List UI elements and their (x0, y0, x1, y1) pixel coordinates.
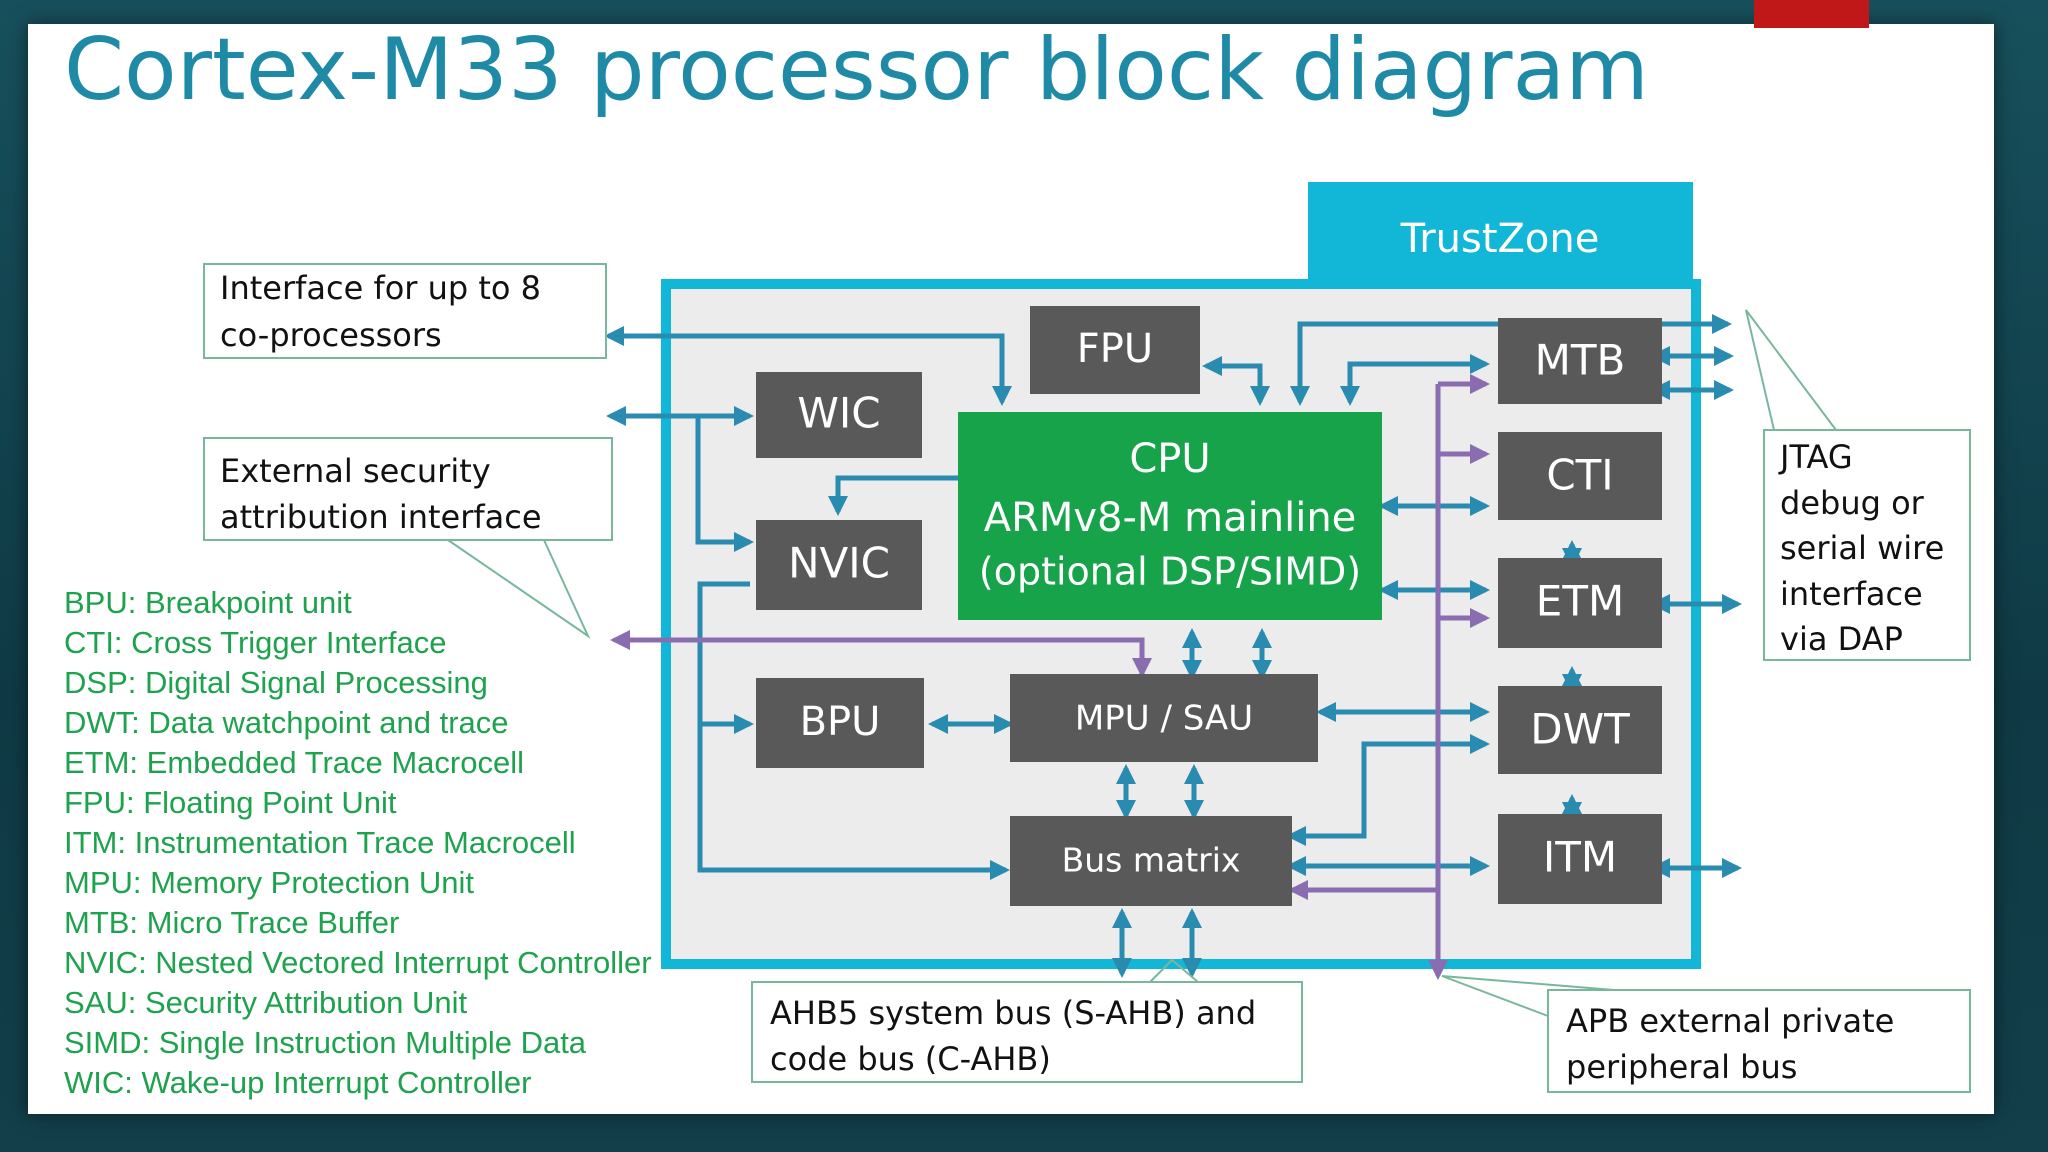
svg-text:serial wire: serial wire (1780, 529, 1944, 567)
legend-item: FPU: Floating Point Unit (64, 785, 397, 820)
ahb-callout: AHB5 system bus (S-AHB) and code bus (C-… (751, 958, 1303, 1083)
legend-item: CTI: Cross Trigger Interface (64, 625, 446, 660)
legend-item: SAU: Security Attribution Unit (64, 985, 468, 1020)
mpu-sau-block: MPU / SAU (1010, 674, 1318, 762)
legend-item: MTB: Micro Trace Buffer (64, 905, 399, 940)
mtb-label: MTB (1535, 336, 1626, 385)
svg-text:External security: External security (220, 452, 491, 490)
trustzone-label: TrustZone (1400, 216, 1600, 262)
nvic-block: NVIC (756, 520, 922, 610)
purple-bus-lines (610, 374, 1490, 980)
legend-item: SIMD: Single Instruction Multiple Data (64, 1025, 587, 1060)
svg-text:JTAG: JTAG (1778, 438, 1853, 476)
svg-text:peripheral bus: peripheral bus (1566, 1048, 1797, 1086)
legend-item: ITM: Instrumentation Trace Macrocell (64, 825, 576, 860)
bpu-block: BPU (756, 678, 924, 768)
dwt-block: DWT (1498, 686, 1662, 774)
legend-item: NVIC: Nested Vectored Interrupt Controll… (64, 945, 652, 980)
svg-text:via DAP: via DAP (1780, 620, 1903, 658)
bus-matrix-block: Bus matrix (1010, 816, 1292, 906)
svg-text:code bus (C-AHB): code bus (C-AHB) (770, 1040, 1051, 1078)
svg-text:attribution interface: attribution interface (220, 498, 542, 536)
fpu-label: FPU (1077, 326, 1153, 372)
cpu-block: CPU ARMv8-M mainline (optional DSP/SIMD) (958, 412, 1382, 620)
page-title: Cortex-M33 processor block diagram (64, 24, 1649, 120)
security-callout: External security attribution interface (203, 437, 613, 639)
bus-matrix-label: Bus matrix (1062, 841, 1241, 880)
wic-label: WIC (797, 389, 880, 438)
legend-item: ETM: Embedded Trace Macrocell (64, 745, 524, 780)
svg-text:Interface for up to 8: Interface for up to 8 (220, 269, 541, 307)
cpu-label-line3: (optional DSP/SIMD) (979, 550, 1361, 594)
fpu-block: FPU (1030, 306, 1200, 394)
svg-text:co-processors: co-processors (220, 316, 442, 354)
apb-callout: APB external private peripheral bus (1441, 975, 1971, 1093)
jtag-callout: JTAG debug or serial wire interface via … (1745, 309, 1971, 661)
coprocessor-callout: Interface for up to 8 co-processors (203, 263, 607, 359)
svg-text:interface: interface (1780, 575, 1923, 613)
block-diagram: Cortex-M33 processor block diagram Trust… (64, 24, 1971, 1100)
wic-block: WIC (756, 372, 922, 458)
legend-item: WIC: Wake-up Interrupt Controller (64, 1065, 531, 1100)
red-corner-tab (1754, 0, 1869, 28)
nvic-label: NVIC (788, 539, 890, 588)
etm-block: ETM (1498, 558, 1662, 648)
cti-block: CTI (1498, 432, 1662, 520)
legend-item: DSP: Digital Signal Processing (64, 665, 488, 700)
cpu-label-line2: ARMv8-M mainline (984, 495, 1357, 541)
itm-block: ITM (1498, 814, 1662, 904)
bpu-label: BPU (800, 699, 881, 745)
legend-item: MPU: Memory Protection Unit (64, 865, 474, 900)
dwt-label: DWT (1530, 705, 1630, 754)
cti-label: CTI (1546, 451, 1613, 500)
legend-item: DWT: Data watchpoint and trace (64, 705, 509, 740)
etm-label: ETM (1536, 577, 1624, 626)
mtb-block: MTB (1498, 318, 1662, 404)
svg-text:debug or: debug or (1780, 484, 1925, 522)
mpu-sau-label: MPU / SAU (1075, 699, 1253, 739)
svg-text:AHB5 system bus (S-AHB) and: AHB5 system bus (S-AHB) and (770, 994, 1256, 1032)
svg-text:APB external private: APB external private (1566, 1002, 1894, 1040)
legend-item: BPU: Breakpoint unit (64, 585, 352, 620)
cpu-label-line1: CPU (1129, 436, 1210, 482)
itm-label: ITM (1543, 833, 1617, 882)
slide: Cortex-M33 processor block diagram Trust… (28, 24, 1994, 1114)
abbreviation-legend: BPU: Breakpoint unit CTI: Cross Trigger … (64, 585, 652, 1100)
